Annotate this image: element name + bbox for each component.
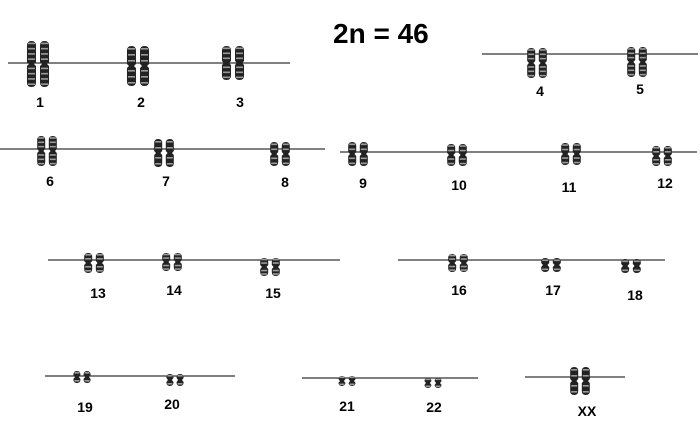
chromosome-label: 8 xyxy=(281,174,289,190)
chromosome-label: 16 xyxy=(451,282,467,298)
chromosome-pair-6 xyxy=(37,136,57,166)
chromosome-label: 14 xyxy=(166,282,182,298)
chromosome-pair-13 xyxy=(84,253,104,273)
page-title: 2n = 46 xyxy=(333,18,429,49)
chromosome-label: 3 xyxy=(236,94,244,110)
chromosome-pair-15 xyxy=(260,258,280,276)
chromosome-pair-18 xyxy=(621,259,641,273)
chromosome-pair-9 xyxy=(348,142,368,166)
chromosome-label: 17 xyxy=(545,282,561,298)
chromosome-label: 10 xyxy=(451,177,467,193)
chromosome-label: 21 xyxy=(339,398,355,414)
chromosome-label: 19 xyxy=(77,399,93,415)
chromosome-pair-20 xyxy=(166,374,184,386)
chromosome-label: 12 xyxy=(657,175,673,191)
chromosome-label: 1 xyxy=(36,94,44,110)
chromosome-pair-11 xyxy=(561,143,581,165)
chromosome-label: 15 xyxy=(265,285,281,301)
chromosome-label: 22 xyxy=(426,399,442,415)
chromosome-label: 7 xyxy=(162,173,170,189)
chromosome-pair-xx xyxy=(570,367,590,395)
chromosome-pair-4 xyxy=(527,48,547,78)
chromosome-label: 2 xyxy=(137,94,145,110)
chromosome-label: 6 xyxy=(46,173,54,189)
chromosome-pair-2 xyxy=(126,46,150,86)
chromosome-pair-17 xyxy=(541,258,561,272)
chromosome-pair-22 xyxy=(424,378,442,388)
chromosome-pair-21 xyxy=(338,376,356,386)
chromosome-pair-3 xyxy=(221,46,245,80)
chromosome-label: 13 xyxy=(90,285,106,301)
chromosome-pair-7 xyxy=(154,139,174,167)
chromosome-pair-19 xyxy=(73,371,91,383)
chromosome-label: 20 xyxy=(164,396,180,412)
chromosome-label: 5 xyxy=(636,81,644,97)
chromosome-label: 4 xyxy=(536,83,544,99)
chromosome-pair-8 xyxy=(270,142,290,166)
chromosome-label: 18 xyxy=(627,287,643,303)
chromosome-label: 9 xyxy=(359,175,367,191)
chromosome-pair-1 xyxy=(26,41,50,87)
chromosome-pair-10 xyxy=(447,144,467,166)
chromosome-pair-14 xyxy=(162,253,182,271)
chromosome-pair-16 xyxy=(448,254,468,272)
chromosome-pair-5 xyxy=(627,47,647,77)
chromosome-label: XX xyxy=(577,403,597,419)
chromosome-label: 11 xyxy=(561,179,577,195)
chromosome-pair-12 xyxy=(652,146,672,166)
